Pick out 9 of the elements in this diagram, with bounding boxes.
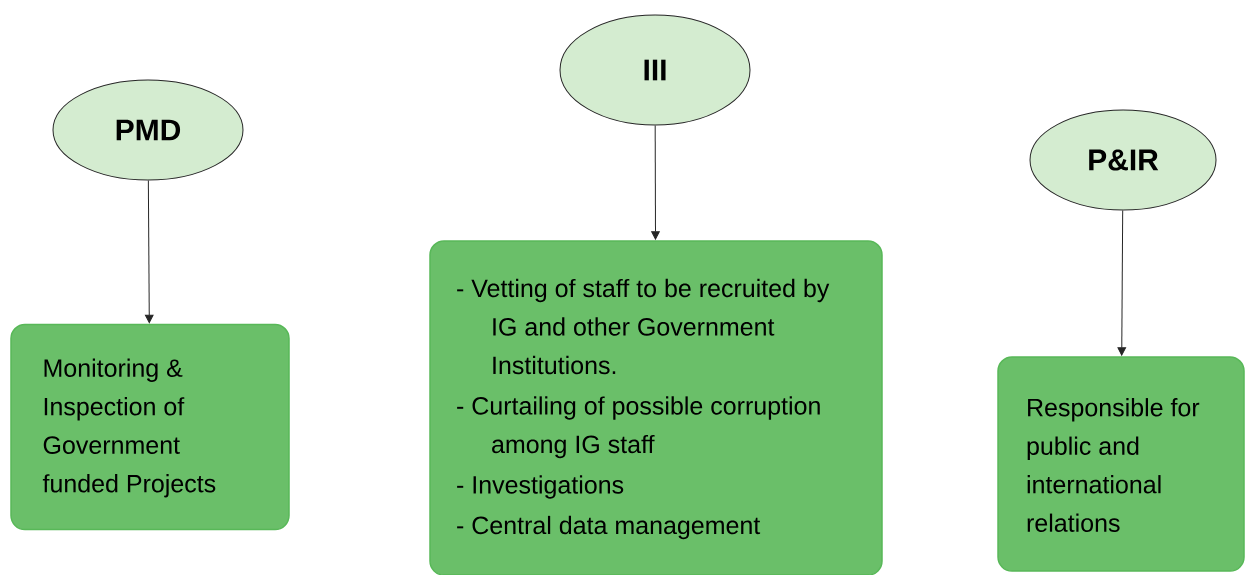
ellipse-node: PMD	[52, 79, 244, 181]
arrow	[651, 125, 660, 240]
arrow	[1117, 210, 1127, 356]
arrow	[144, 180, 154, 324]
ellipse-node: III	[559, 14, 751, 126]
text-box: Monitoring & Inspection of Government funded Projects	[10, 323, 290, 531]
text-box: - Vetting of staff to be recruited by IG and other Government Institutions. - Curtailing of possible corruption among IG staff - Investigations - Central data management	[429, 240, 883, 575]
text-box: Responsible for public and international relations	[997, 356, 1245, 572]
ellipse-node: P&IR	[1029, 109, 1217, 211]
